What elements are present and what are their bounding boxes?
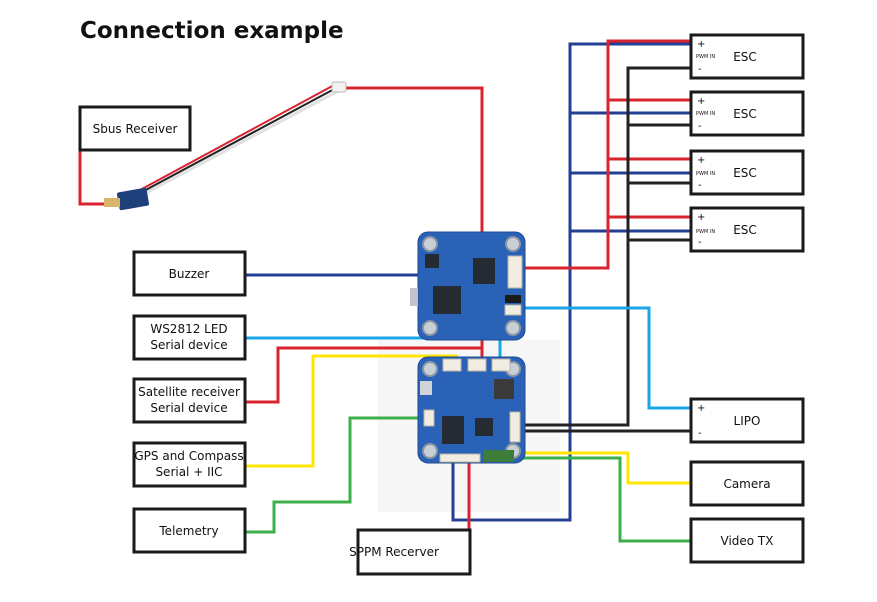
- esc-pwm-in: PWM IN: [696, 229, 715, 235]
- esc-minus: -: [698, 180, 702, 191]
- sbus-receiver-module: [104, 81, 347, 211]
- device-satellite-receiver: Satellite receiver Serial device: [132, 377, 247, 424]
- device-video-tx: Video TX: [689, 517, 805, 564]
- esc-minus: -: [698, 64, 702, 75]
- lipo-label: LIPO: [734, 414, 761, 428]
- esc-label: ESC: [733, 107, 757, 121]
- wire-esc-ground-bus: [520, 66, 691, 427]
- satellite-label-1: Satellite receiver: [138, 385, 240, 399]
- esc-label: ESC: [733, 223, 757, 237]
- wire-gps: [245, 354, 458, 468]
- device-esc-1: + PWM IN - ESC: [689, 33, 805, 80]
- sppm-label: SPPM Recerver: [349, 545, 439, 559]
- esc-plus: +: [697, 212, 705, 223]
- ws2812-label-1: WS2812 LED: [150, 322, 227, 336]
- lipo-minus: -: [698, 428, 702, 439]
- page-title: Connection example: [80, 18, 344, 44]
- wire-camera: [515, 451, 691, 485]
- video-tx-label: Video TX: [721, 534, 774, 548]
- wire-video-tx: [515, 456, 691, 543]
- device-lipo: + - LIPO: [689, 397, 805, 444]
- lipo-plus: +: [697, 403, 705, 414]
- wire-sppm-signal: [451, 42, 691, 522]
- device-telemetry: Telemetry: [132, 507, 247, 554]
- power-distribution-board: [417, 356, 526, 464]
- gps-label-1: GPS and Compass: [134, 449, 243, 463]
- esc-plus: +: [697, 155, 705, 166]
- buzzer-label: Buzzer: [169, 267, 210, 281]
- device-esc-4: + PWM IN - ESC: [689, 206, 805, 253]
- wire-esc-power-bus: [522, 39, 691, 270]
- device-gps: GPS and Compass Serial + IIC: [132, 441, 247, 488]
- esc-pwm-in: PWM IN: [696, 111, 715, 117]
- device-camera: Camera: [689, 460, 805, 507]
- wires: [78, 39, 691, 543]
- device-sbus-receiver: Sbus Receiver: [78, 105, 192, 152]
- satellite-label-2: Serial device: [150, 401, 227, 415]
- esc-minus: -: [698, 237, 702, 248]
- sbus-receiver-label: Sbus Receiver: [93, 122, 178, 136]
- device-buzzer: Buzzer: [132, 250, 247, 297]
- ws2812-label-2: Serial device: [150, 338, 227, 352]
- esc-plus: +: [697, 96, 705, 107]
- device-sppm-receiver: SPPM Recerver: [349, 528, 472, 576]
- wire-lipo-plus: [522, 306, 691, 410]
- flight-controller-board: [410, 231, 526, 341]
- esc-minus: -: [698, 121, 702, 132]
- esc-label: ESC: [733, 50, 757, 64]
- esc-plus: +: [697, 39, 705, 50]
- device-esc-3: + PWM IN - ESC: [689, 149, 805, 196]
- telemetry-label: Telemetry: [158, 524, 218, 538]
- wire-satellite: [245, 346, 482, 404]
- camera-label: Camera: [723, 477, 770, 491]
- device-esc-2: + PWM IN - ESC: [689, 90, 805, 137]
- wire-sbus-receiver: [78, 150, 105, 206]
- esc-label: ESC: [733, 166, 757, 180]
- esc-pwm-in: PWM IN: [696, 54, 715, 60]
- esc-pwm-in: PWM IN: [696, 171, 715, 177]
- device-ws2812: WS2812 LED Serial device: [132, 314, 247, 361]
- wire-telemetry: [245, 416, 428, 534]
- gps-label-2: Serial + IIC: [155, 465, 222, 479]
